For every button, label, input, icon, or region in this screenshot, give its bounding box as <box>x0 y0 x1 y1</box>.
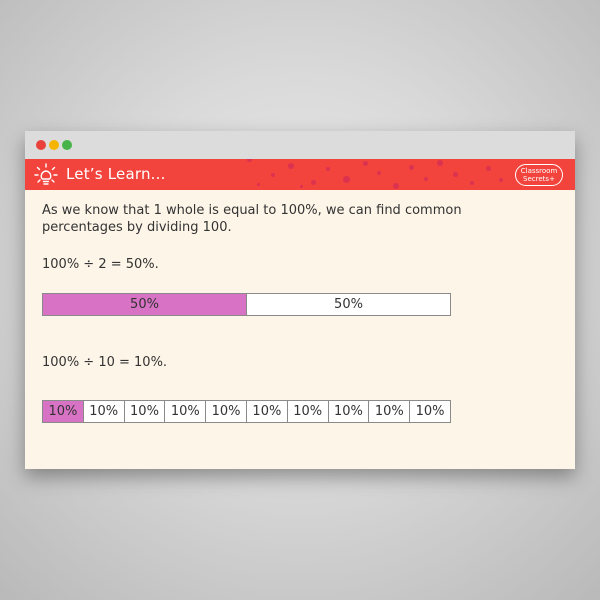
logo-line-1: Classroom <box>520 167 558 175</box>
intro-text: As we know that 1 whole is equal to 100%… <box>42 203 462 235</box>
classroom-secrets-logo: Classroom Secrets+ <box>515 164 563 186</box>
tenths-bar-cell: 10% <box>83 401 125 422</box>
banner-title: Let’s Learn... <box>66 165 166 183</box>
equation-halves: 100% ÷ 2 = 50%. <box>42 257 159 272</box>
tenths-bar-cell: 10% <box>206 401 247 422</box>
tenths-bar-cell: 10% <box>124 401 166 422</box>
halves-bar-cell-shaded: 50% <box>43 294 247 315</box>
lesson-banner: Let’s Learn... Classroom Secrets+ <box>25 159 575 190</box>
tenths-bar-cell: 10% <box>328 401 370 422</box>
equation-tenths: 100% ÷ 10 = 10%. <box>42 355 168 370</box>
tenths-bar-cell: 10% <box>165 401 207 422</box>
tenths-bar-cell-shaded: 10% <box>43 401 84 422</box>
maximize-window-dot[interactable] <box>62 140 72 150</box>
halves-bar-cell: 50% <box>247 294 450 315</box>
minimize-window-dot[interactable] <box>49 140 59 150</box>
lesson-window: Let’s Learn... Classroom Secrets+ As we … <box>25 131 575 469</box>
tenths-bar-cell: 10% <box>246 401 288 422</box>
tenths-bar-cell: 10% <box>287 401 329 422</box>
logo-line-2: Secrets+ <box>523 175 555 183</box>
window-titlebar <box>25 131 575 159</box>
tenths-bar: 10% 10% 10% 10% 10% 10% 10% 10% 10% 10% <box>42 400 451 423</box>
lightbulb-icon <box>34 163 58 185</box>
tenths-bar-cell: 10% <box>410 401 450 422</box>
halves-bar: 50% 50% <box>42 293 451 316</box>
tenths-bar-cell: 10% <box>369 401 411 422</box>
close-window-dot[interactable] <box>36 140 46 150</box>
